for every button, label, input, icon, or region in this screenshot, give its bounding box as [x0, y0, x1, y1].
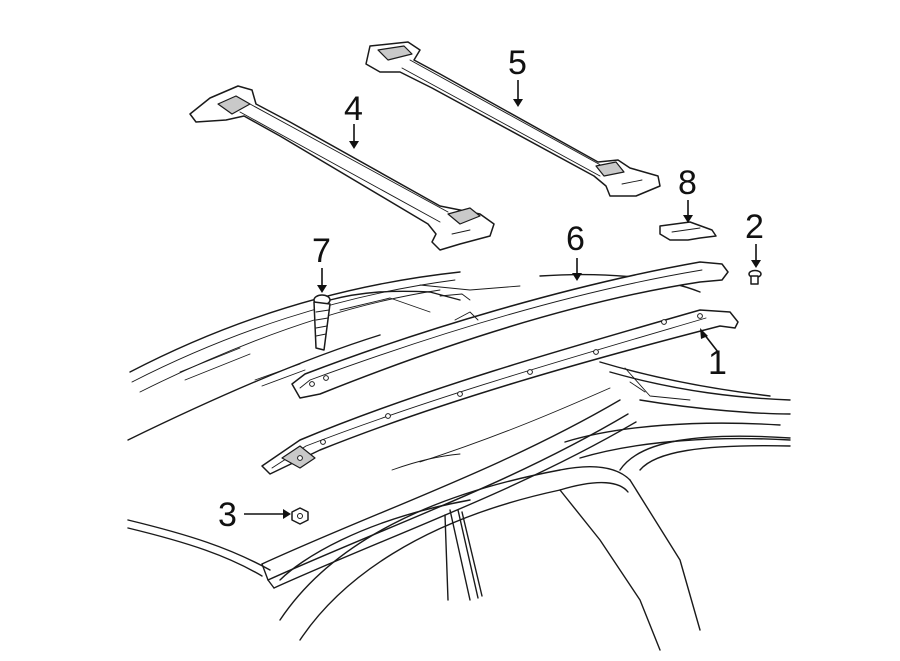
- callout-label-2: 2: [745, 208, 764, 246]
- callout-label-6: 6: [566, 220, 585, 258]
- crossbar-part-5: [365, 41, 661, 197]
- callout-label-3: 3: [218, 496, 237, 534]
- callout-label-4: 4: [344, 90, 363, 128]
- roof-rail-part-1: [261, 309, 739, 475]
- callout-arrows: [244, 80, 761, 519]
- callout-label-7: 7: [312, 232, 331, 270]
- callout-label-5: 5: [508, 44, 527, 82]
- crossbar-part-4: [189, 85, 495, 251]
- bolt-part-7: [313, 294, 331, 351]
- rail-cover-part-6: [291, 261, 729, 399]
- callout-labels: 1 2 3 4 5 6 7 8: [218, 44, 764, 534]
- callout-arrow-1: [703, 333, 719, 353]
- callout-label-1: 1: [708, 344, 727, 382]
- nut-part-3: [291, 507, 309, 525]
- vehicle-roof: [127, 271, 791, 651]
- end-cap-part-8: [659, 221, 717, 241]
- screw-part-2: [748, 269, 762, 285]
- callout-label-8: 8: [678, 164, 697, 202]
